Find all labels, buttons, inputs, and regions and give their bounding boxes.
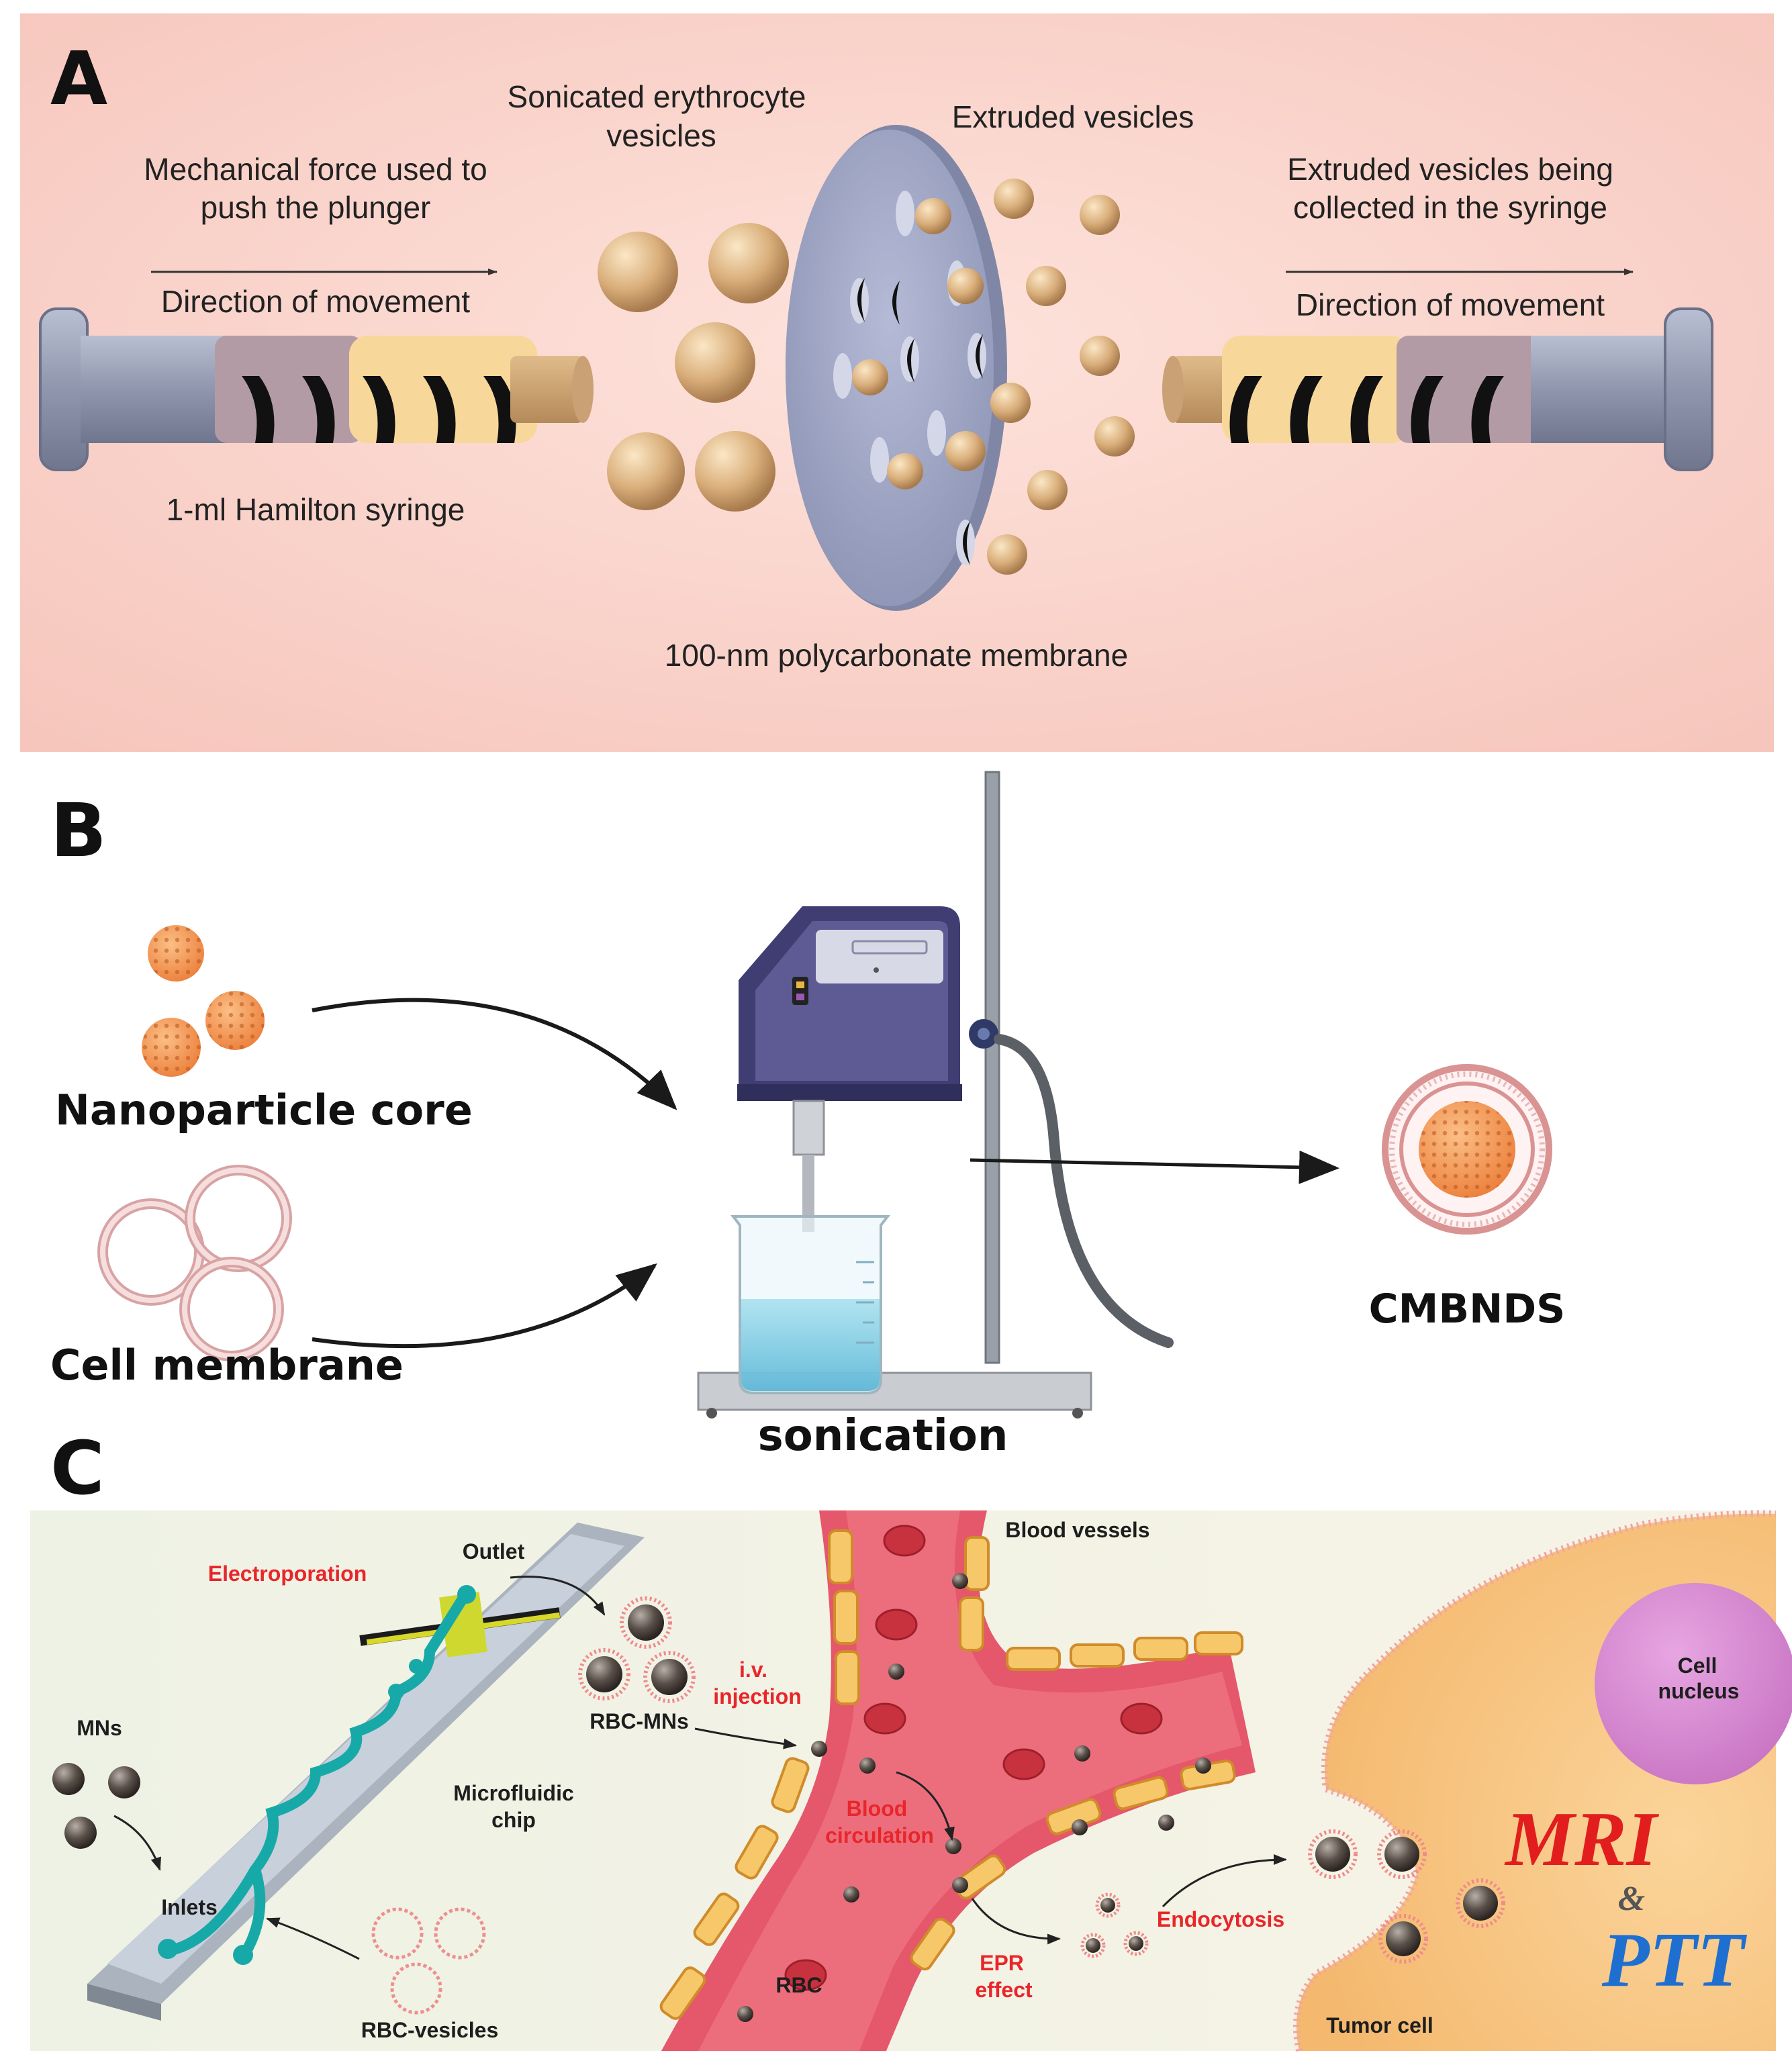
cell-nucleus [1595, 1583, 1792, 1784]
microfluidic-label-1: Microfluidic [453, 1781, 574, 1805]
iv-injection-arrow [694, 1727, 797, 1749]
panel-b: B Nanoparticle core Cell membrane [50, 771, 1566, 1461]
rbc-vesicles-label: RBC-vesicles [361, 2018, 499, 2042]
endothelial-cells [659, 1529, 1243, 2020]
rbc-label: RBC [775, 1973, 822, 1997]
mns-icon [52, 1763, 140, 1849]
circulation-arrow [896, 1771, 955, 1841]
internalized-nanoparticles [1308, 1829, 1505, 1964]
rbc-vesicles-arrow [266, 1917, 360, 1960]
outlet-to-rbc-mns-arrow [510, 1576, 606, 1616]
sonicated-label-1: Sonicated erythrocyte [508, 79, 806, 114]
panel-a-letter: A [50, 36, 107, 122]
right-syringe [1162, 307, 1713, 471]
rbc-mns-label: RBC-MNs [590, 1709, 689, 1733]
iv-label-2: injection [713, 1684, 802, 1709]
nanoparticle-cores-icon [142, 925, 265, 1077]
sonicated-label-2: vesicles [606, 118, 716, 153]
nanoparticle-core-label: Nanoparticle core [55, 1086, 473, 1135]
rbc-cells [784, 1525, 1163, 1991]
panel-a: A Mechanical force used to push the plun… [20, 13, 1774, 752]
collected-label-1: Extruded vesicles being [1287, 152, 1613, 187]
sonicated-vesicles [598, 223, 789, 512]
electroporation-label: Electroporation [208, 1561, 367, 1586]
epr-arrow [971, 1898, 1061, 1945]
ampersand-label: & [1618, 1880, 1645, 1918]
cell-membrane-label: Cell membrane [50, 1341, 404, 1390]
extruded-vesicles [852, 179, 1135, 575]
cell-nucleus-label-1: Cell [1678, 1653, 1717, 1678]
panel-c-letter: C [50, 1425, 105, 1511]
sonicator-cable [994, 1034, 1174, 1348]
mechanical-force-label-2: push the plunger [201, 190, 431, 225]
rbc-vesicles-icon [371, 1907, 486, 2015]
cell-nucleus-label-2: nucleus [1658, 1679, 1740, 1703]
membrane-label: 100-nm polycarbonate membrane [665, 638, 1128, 673]
syringe-label: 1-ml Hamilton syringe [167, 492, 465, 527]
panel-b-letter: B [50, 787, 107, 873]
left-plunger-stripes [242, 376, 516, 443]
sonicator-to-product-arrow [970, 1150, 1339, 1184]
outlet-label: Outlet [463, 1539, 525, 1564]
cell-membranes-icon [97, 1165, 292, 1361]
endocytosis-arrow [1162, 1854, 1287, 1908]
polycarbonate-membrane [786, 125, 1007, 611]
sonicator-device [697, 771, 1174, 1419]
core-to-sonicator-arrow [312, 998, 677, 1110]
inlets-label: Inlets [161, 1895, 218, 1919]
mri-label: MRI [1504, 1796, 1660, 1882]
blood-vessels-label: Blood vessels [1005, 1518, 1149, 1542]
left-direction-label: Direction of movement [161, 284, 470, 319]
cmbnds-particle-icon [1382, 1064, 1552, 1235]
mns-arrow [113, 1815, 161, 1871]
blood-circulation-label-2: circulation [825, 1823, 934, 1847]
epr-label-2: effect [975, 1978, 1033, 2002]
collected-label-2: collected in the syringe [1293, 190, 1607, 225]
panel-c: C Outlet Electroporation MNs Microfluidi… [30, 1425, 1792, 2052]
rbc-mns-icon [578, 1596, 696, 1703]
extravasated-nanoparticles [1080, 1892, 1149, 1958]
blood-vessel [661, 1510, 1256, 2051]
right-direction-label: Direction of movement [1296, 287, 1605, 322]
right-plunger-stripes [1229, 376, 1504, 443]
mns-label: MNs [77, 1716, 122, 1740]
blood-nanoparticles [737, 1573, 1211, 2022]
microfluidic-chip [87, 1523, 645, 2021]
endocytosis-label: Endocytosis [1157, 1907, 1284, 1931]
sonication-label: sonication [758, 1411, 1008, 1461]
membrane-to-sonicator-arrow [312, 1263, 657, 1349]
extruded-vesicles-label: Extruded vesicles [952, 99, 1194, 134]
cmbnds-label: CMBNDS [1369, 1286, 1566, 1333]
blood-circulation-label-1: Blood [847, 1796, 908, 1821]
microfluidic-label-2: chip [491, 1808, 536, 1832]
epr-label-1: EPR [980, 1951, 1024, 1975]
mechanical-force-label-1: Mechanical force used to [144, 152, 487, 187]
iv-label-1: i.v. [739, 1657, 767, 1682]
left-syringe [39, 307, 594, 471]
ptt-label: PTT [1601, 1917, 1748, 2003]
tumor-cell-label: Tumor cell [1326, 2013, 1433, 2037]
